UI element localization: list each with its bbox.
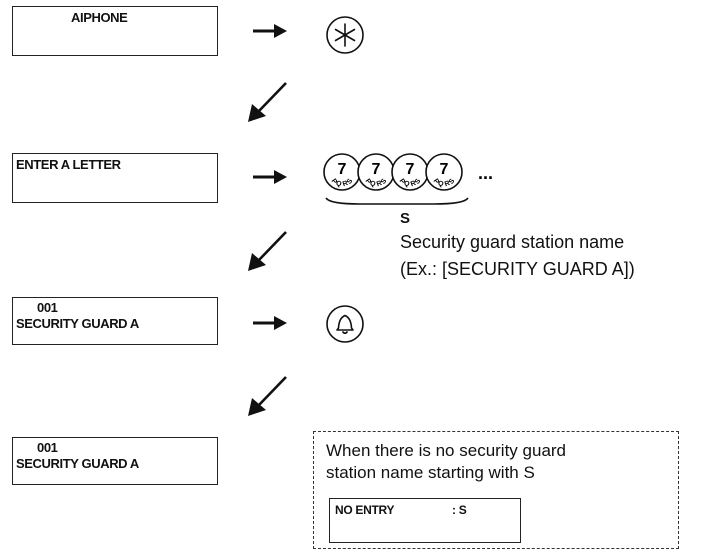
seven-key-letter: S <box>346 178 355 186</box>
seven-key-letter: Q <box>335 180 343 189</box>
seven-key-letter: P <box>364 178 373 186</box>
seven-key-letter: S <box>414 178 423 186</box>
seven-key-letter: Q <box>403 180 411 189</box>
seven-key-letter: R <box>444 180 451 188</box>
display-no-entry-value: : S <box>452 503 467 517</box>
seven-key-letter: S <box>380 178 389 186</box>
display-name-2: SECURITY GUARD A <box>16 456 139 471</box>
seven-key-letter: S <box>448 178 457 186</box>
seven-key-letter: R <box>342 180 349 188</box>
annotation-letter: S <box>400 210 411 227</box>
display-no-entry-label: NO ENTRY <box>335 503 395 517</box>
note-line-2: station name starting with S <box>326 463 535 482</box>
display-enter-letter: ENTER A LETTER <box>12 153 218 203</box>
display-security-guard-1: 001 SECURITY GUARD A <box>12 297 218 345</box>
seven-key-letter: R <box>376 180 383 188</box>
display-security-guard-2: 001 SECURITY GUARD A <box>12 437 218 485</box>
down-left-arrow-2 <box>248 231 287 271</box>
no-entry-note: When there is no security guard station … <box>313 431 679 549</box>
bell-key-icon <box>326 305 364 343</box>
display-number-2: 001 <box>37 440 58 455</box>
display-no-entry: NO ENTRY : S <box>329 498 521 543</box>
down-left-arrow-3 <box>248 376 287 416</box>
star-key-icon <box>326 16 364 54</box>
display-aiphone: AIPHONE <box>12 6 218 56</box>
seven-key-letter: R <box>410 180 417 188</box>
seven-key-digit: 7 <box>440 161 449 178</box>
seven-key-letter: P <box>432 178 441 186</box>
down-left-arrow-1 <box>248 82 287 122</box>
display-name-1: SECURITY GUARD A <box>16 316 139 331</box>
seven-key-letter: Q <box>437 180 445 189</box>
annotation-line-1: Security guard station name <box>400 232 625 252</box>
seven-key-letter: P <box>330 178 339 186</box>
right-arrow-1 <box>253 24 287 38</box>
display-aiphone-text: AIPHONE <box>71 10 128 25</box>
right-arrow-3 <box>253 316 287 330</box>
display-enter-letter-text: ENTER A LETTER <box>16 157 121 172</box>
more-presses-ellipsis: ... <box>478 163 493 183</box>
display-number-1: 001 <box>37 300 58 315</box>
seven-key-digit: 7 <box>338 161 347 178</box>
right-arrow-2 <box>253 170 287 184</box>
note-line-1: When there is no security guard <box>326 441 567 460</box>
seven-key-digit: 7 <box>406 161 415 178</box>
seven-key-letter: P <box>398 178 407 186</box>
annotation-line-2: (Ex.: [SECURITY GUARD A]) <box>400 259 635 279</box>
seven-key-digit: 7 <box>372 161 381 178</box>
key-group-brace <box>325 197 469 205</box>
seven-key-letter: Q <box>369 180 377 189</box>
